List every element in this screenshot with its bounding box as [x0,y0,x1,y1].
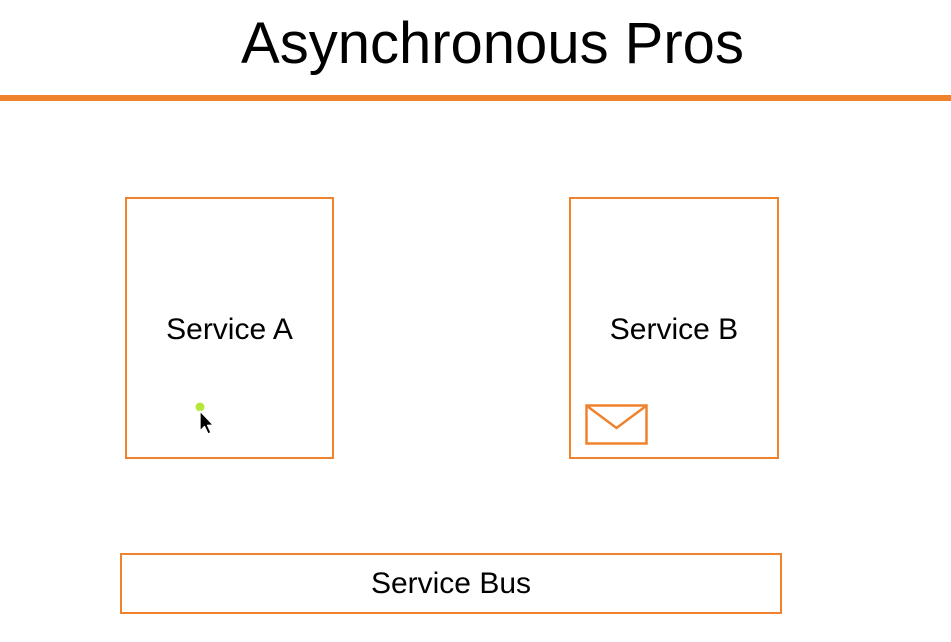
cursor-arrow [199,410,215,435]
service-bus-label: Service Bus [370,567,532,600]
service-a-label: Service A [166,313,293,346]
service-bus-box: Service Bus [120,553,782,614]
slide-title: Asynchronous Pros [241,11,744,76]
service-b-label: Service B [609,313,739,346]
service-a-box: Service A [125,197,334,459]
envelope-icon [585,404,648,445]
title-divider [0,95,951,101]
envelope-flap [586,404,647,430]
mouse-pointer-icon [195,402,215,435]
cursor-highlight-dot [195,402,205,412]
